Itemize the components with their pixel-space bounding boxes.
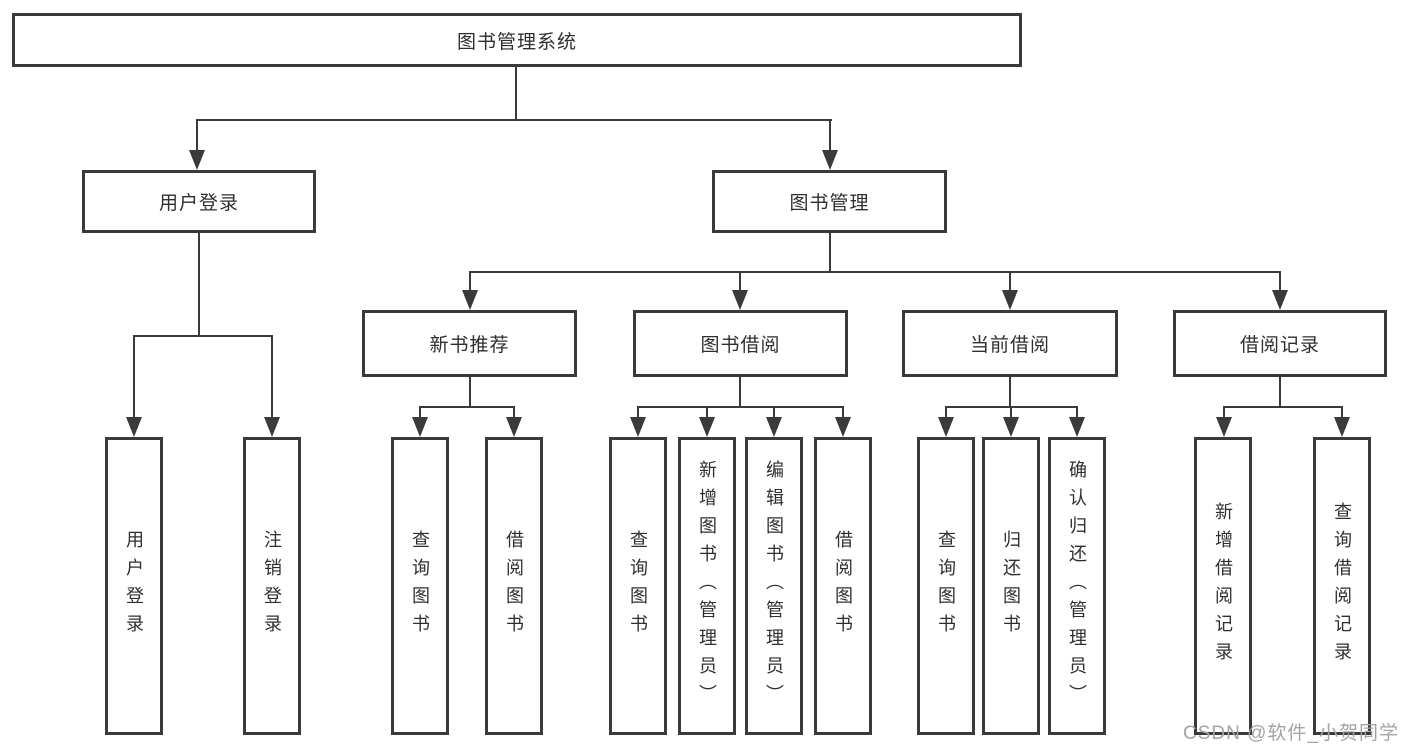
node-leaf-borrow-books-recommend: 借阅图书: [485, 437, 543, 735]
arrow-down-icon: [126, 417, 142, 437]
connector-line: [133, 335, 135, 418]
connector-line: [515, 66, 517, 119]
node-leaf-user-login: 用户登录: [105, 437, 163, 735]
connector-line: [419, 406, 515, 408]
node-leaf-confirm-return-admin: 确认归还（管理员）: [1048, 437, 1106, 735]
connector-line: [706, 406, 708, 419]
connector-line: [1010, 406, 1012, 419]
node-leaf-query-borrow-record: 查询借阅记录: [1313, 437, 1371, 735]
node-leaf-add-books-admin-label: 新增图书（管理员）: [697, 460, 717, 712]
node-current-borrow: 当前借阅: [902, 310, 1118, 377]
connector-line: [773, 406, 775, 419]
arrow-down-icon: [1003, 417, 1019, 437]
connector-line: [1076, 406, 1078, 419]
connector-line: [1223, 406, 1225, 419]
arrow-down-icon: [189, 150, 205, 170]
node-leaf-query-books-recommend: 查询图书: [391, 437, 449, 735]
node-leaf-borrow-books-recommend-label: 借阅图书: [504, 530, 524, 642]
connector-line: [842, 406, 844, 419]
node-root-label: 图书管理系统: [456, 31, 577, 53]
connector-line: [1279, 271, 1281, 293]
arrow-down-icon: [462, 290, 478, 310]
arrow-down-icon: [506, 417, 522, 437]
arrow-down-icon: [630, 417, 646, 437]
connector-line: [196, 119, 832, 121]
arrow-down-icon: [412, 417, 428, 437]
connector-line: [1341, 406, 1343, 419]
arrow-down-icon: [1272, 290, 1288, 310]
node-leaf-logout-label: 注销登录: [262, 530, 282, 642]
arrow-down-icon: [732, 290, 748, 310]
arrow-down-icon: [699, 417, 715, 437]
connector-line: [469, 377, 471, 407]
csdn-watermark: CSDN @软件_小贺同学: [1183, 723, 1399, 744]
connector-line: [198, 233, 200, 336]
node-new-book-recommend: 新书推荐: [362, 310, 577, 377]
node-leaf-add-books-admin: 新增图书（管理员）: [678, 437, 736, 735]
node-borrow-records-label: 借阅记录: [1239, 335, 1320, 356]
arrow-down-icon: [835, 417, 851, 437]
connector-line: [637, 406, 639, 419]
node-borrow-records: 借阅记录: [1173, 310, 1387, 377]
node-leaf-return-books: 归还图书: [982, 437, 1040, 735]
arrow-down-icon: [822, 150, 838, 170]
node-leaf-return-books-label: 归还图书: [1001, 530, 1021, 642]
node-leaf-add-borrow-record: 新增借阅记录: [1194, 437, 1252, 735]
node-leaf-query-books-current-label: 查询图书: [936, 530, 956, 642]
connector-line: [829, 233, 831, 273]
connector-line: [1009, 377, 1011, 407]
connector-line: [513, 406, 515, 419]
node-leaf-query-books-recommend-label: 查询图书: [410, 530, 430, 642]
node-book-borrow-label: 图书借阅: [700, 335, 781, 356]
arrow-down-icon: [938, 417, 954, 437]
connector-line: [829, 119, 831, 152]
arrow-down-icon: [1002, 290, 1018, 310]
node-leaf-logout: 注销登录: [243, 437, 301, 735]
connector-line: [469, 271, 471, 293]
node-root: 图书管理系统: [12, 13, 1022, 67]
connector-line: [739, 271, 741, 293]
connector-line: [469, 271, 1281, 273]
node-leaf-borrow-books-label: 借阅图书: [833, 530, 853, 642]
connector-line: [1223, 406, 1343, 408]
arrow-down-icon: [1069, 417, 1085, 437]
connector-line: [419, 406, 421, 419]
arrow-down-icon: [766, 417, 782, 437]
node-new-book-recommend-label: 新书推荐: [429, 335, 510, 356]
node-leaf-borrow-books: 借阅图书: [814, 437, 872, 735]
connector-line: [1009, 271, 1011, 293]
node-leaf-query-borrow-record-label: 查询借阅记录: [1332, 502, 1352, 670]
connector-line: [739, 377, 741, 407]
node-current-borrow-label: 当前借阅: [969, 335, 1050, 356]
connector-line: [196, 119, 198, 152]
node-leaf-add-borrow-record-label: 新增借阅记录: [1213, 502, 1233, 670]
arrow-down-icon: [264, 417, 280, 437]
node-user-login-label: 用户登录: [158, 193, 239, 214]
connector-line: [133, 335, 273, 337]
node-leaf-edit-books-admin-label: 编辑图书（管理员）: [764, 460, 784, 712]
node-book-borrow: 图书借阅: [633, 310, 848, 377]
node-leaf-confirm-return-admin-label: 确认归还（管理员）: [1067, 460, 1087, 712]
node-leaf-edit-books-admin: 编辑图书（管理员）: [745, 437, 803, 735]
node-user-login: 用户登录: [82, 170, 316, 233]
node-leaf-query-books-current: 查询图书: [917, 437, 975, 735]
connector-line: [271, 335, 273, 418]
node-book-management-label: 图书管理: [789, 193, 870, 214]
connector-line: [945, 406, 947, 419]
node-leaf-query-books-borrow: 查询图书: [609, 437, 667, 735]
arrow-down-icon: [1334, 417, 1350, 437]
node-book-management: 图书管理: [712, 170, 947, 233]
node-leaf-user-login-label: 用户登录: [124, 530, 144, 642]
connector-line: [637, 406, 844, 408]
node-leaf-query-books-borrow-label: 查询图书: [628, 530, 648, 642]
arrow-down-icon: [1216, 417, 1232, 437]
connector-line: [1279, 377, 1281, 407]
